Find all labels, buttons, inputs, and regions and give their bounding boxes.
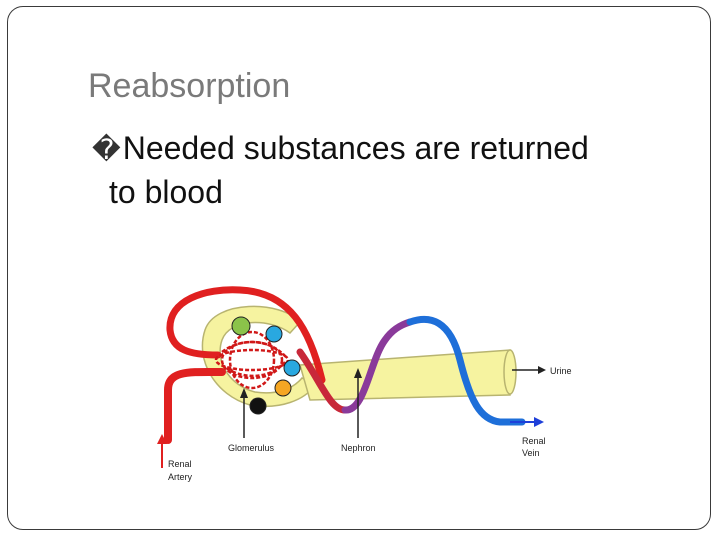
renal-vein-arrow bbox=[510, 417, 544, 427]
peritubular-capillary-red bbox=[296, 348, 349, 414]
efferent-arteriole bbox=[166, 286, 326, 384]
label-renal-artery-1: Renal bbox=[168, 459, 192, 469]
tubule-end bbox=[503, 349, 517, 395]
bullet-line-1: Needed substances are returned bbox=[122, 130, 589, 166]
label-renal-vein-2: Vein bbox=[522, 448, 540, 458]
label-glomerulus: Glomerulus bbox=[228, 443, 275, 453]
substance-dot-black bbox=[249, 397, 267, 415]
nephron-pointer bbox=[354, 368, 362, 438]
urine-arrow bbox=[512, 366, 546, 374]
bullet-line-2: to blood bbox=[109, 174, 223, 210]
label-nephron: Nephron bbox=[341, 443, 376, 453]
slide-title: Reabsorption bbox=[88, 67, 291, 105]
label-renal-vein-1: Renal bbox=[522, 436, 546, 446]
bullet-text: �Needed substances are returned to blood bbox=[92, 127, 692, 213]
substance-dot-green bbox=[231, 316, 251, 336]
label-urine: Urine bbox=[550, 366, 572, 376]
substance-dot-blue-1 bbox=[265, 325, 283, 343]
renal-vein bbox=[406, 315, 526, 426]
tubule bbox=[299, 349, 511, 401]
renal-artery bbox=[164, 367, 226, 444]
glomerulus bbox=[214, 330, 290, 390]
substance-dot-orange bbox=[274, 379, 292, 397]
slide: Reabsorption �Needed substances are retu… bbox=[7, 6, 711, 530]
substance-dot-blue-2 bbox=[283, 359, 301, 377]
label-renal-artery-2: Artery bbox=[168, 472, 193, 482]
renal-artery-arrow bbox=[157, 434, 167, 468]
bullet-marker: � bbox=[92, 134, 121, 165]
glomerulus-pointer bbox=[240, 388, 248, 438]
